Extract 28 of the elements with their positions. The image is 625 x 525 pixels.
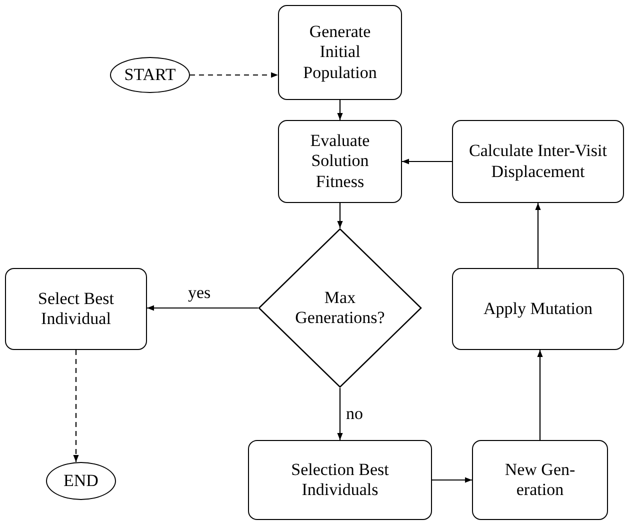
process-box	[278, 5, 402, 100]
arrow	[432, 477, 472, 483]
process-box	[472, 440, 608, 520]
arrow	[73, 350, 79, 462]
node-text: END	[64, 470, 98, 492]
node-text: Calculate Inter-Visit Displacement	[468, 141, 608, 182]
decision-diamond	[258, 228, 422, 388]
process-box	[452, 268, 624, 350]
node-text: Selection Best Individuals	[290, 460, 390, 500]
process-box	[5, 268, 147, 350]
node-text: Generate Initial Population	[302, 22, 378, 84]
node-text: New Gen-eration	[504, 460, 576, 500]
arrow	[147, 305, 258, 311]
arrow	[337, 388, 343, 440]
process-box	[248, 440, 432, 520]
arrow	[535, 203, 541, 268]
arrow	[337, 203, 343, 228]
arrow	[337, 100, 343, 120]
node-text: Evaluate Solution Fitness	[309, 130, 371, 192]
arrow	[402, 158, 452, 164]
arrow	[190, 72, 278, 78]
node-text: Max Generations?	[295, 288, 385, 328]
process-box	[278, 120, 402, 203]
node-text: Select Best Individual	[36, 288, 115, 330]
node-text: START	[124, 64, 176, 86]
process-box	[452, 120, 624, 203]
node-text: Apply Mutation	[482, 298, 594, 320]
arrow	[537, 350, 543, 440]
